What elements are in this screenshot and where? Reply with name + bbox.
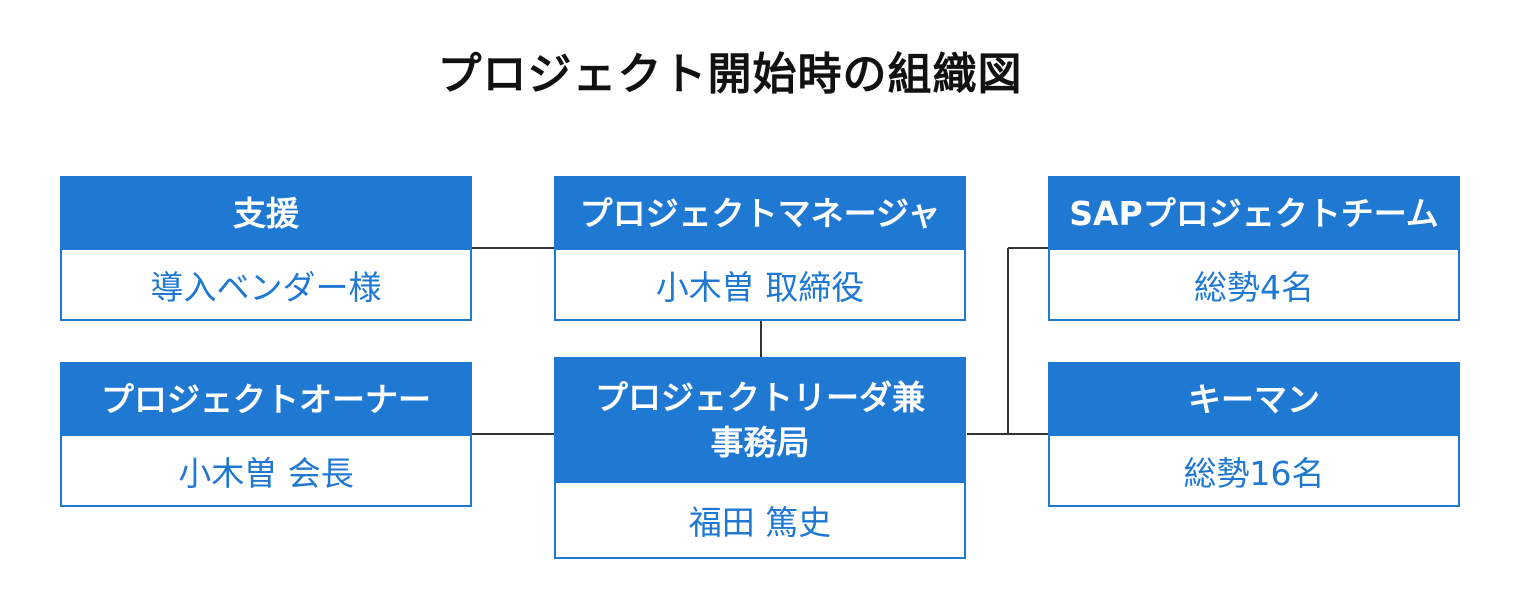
- node-leader: プロジェクトリーダ兼 事務局 福田 篤史: [554, 357, 966, 559]
- node-keyman-name: 総勢16名: [1183, 453, 1325, 493]
- node-keyman-role: キーマン: [1050, 364, 1458, 436]
- node-sap-team-name: 総勢4名: [1194, 267, 1314, 307]
- node-owner-role: プロジェクトオーナー: [62, 364, 470, 436]
- node-support: 支援 導入ベンダー様: [60, 176, 472, 321]
- diagram-title: プロジェクト開始時の組織図: [437, 49, 1023, 100]
- node-leader-role-line2: 事務局: [710, 423, 810, 462]
- node-owner: プロジェクトオーナー 小木曽 会長: [60, 362, 472, 507]
- node-leader-name: 福田 篤史: [688, 503, 832, 542]
- node-support-name: 導入ベンダー様: [150, 267, 382, 307]
- node-sap-team-role: SAPプロジェクトチーム: [1050, 178, 1458, 250]
- node-leader-role-line1: プロジェクトリーダ兼: [595, 378, 925, 418]
- node-manager-role: プロジェクトマネージャ: [556, 178, 964, 250]
- node-sap-team: SAPプロジェクトチーム 総勢4名: [1048, 176, 1460, 321]
- node-manager-name: 小木曽 取締役: [655, 267, 865, 307]
- node-manager: プロジェクトマネージャ 小木曽 取締役: [554, 176, 966, 321]
- node-leader-role: プロジェクトリーダ兼 事務局: [556, 359, 964, 483]
- node-owner-name: 小木曽 会長: [178, 453, 354, 493]
- node-support-role: 支援: [62, 178, 470, 250]
- node-keyman: キーマン 総勢16名: [1048, 362, 1460, 507]
